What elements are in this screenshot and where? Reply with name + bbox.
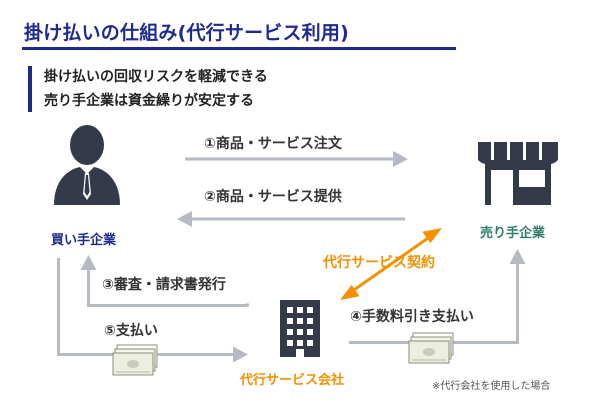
storefront-icon bbox=[478, 142, 558, 205]
step-fee-payment-label: ④手数料引き支払い bbox=[350, 309, 474, 325]
step-order-label: ①商品・サービス注文 bbox=[204, 136, 342, 152]
seller-label: 売り手企業 bbox=[480, 226, 546, 241]
banknote-stack-icon bbox=[408, 332, 454, 364]
arrow-provide bbox=[177, 211, 405, 227]
step-invoice-label: ③審査・請求書発行 bbox=[102, 277, 226, 293]
step-provide-label: ②商品・サービス提供 bbox=[204, 189, 342, 205]
businessman-icon bbox=[54, 125, 120, 205]
point-1: 掛け払いの回収リスクを軽減できる bbox=[44, 69, 268, 85]
contract-label: 代行サービス契約 bbox=[323, 255, 435, 271]
point-2: 売り手企業は資金繰りが安定する bbox=[44, 93, 254, 109]
points-accent-bar bbox=[28, 66, 32, 112]
agency-label: 代行サービス会社 bbox=[240, 373, 345, 388]
arrow-order bbox=[185, 151, 408, 167]
banknote-stack-icon bbox=[112, 344, 158, 376]
arrow-invoice bbox=[80, 255, 249, 307]
title-underline bbox=[22, 47, 456, 50]
page-title: 掛け払いの仕組み(代行サービス利用) bbox=[24, 22, 349, 44]
office-building-icon bbox=[280, 300, 320, 357]
arrow-contract bbox=[340, 228, 442, 300]
step-payment-label: ⑤支払い bbox=[104, 323, 158, 339]
buyer-label: 買い手企業 bbox=[51, 233, 117, 248]
footnote: ※代行会社を使用した場合 bbox=[432, 381, 551, 392]
